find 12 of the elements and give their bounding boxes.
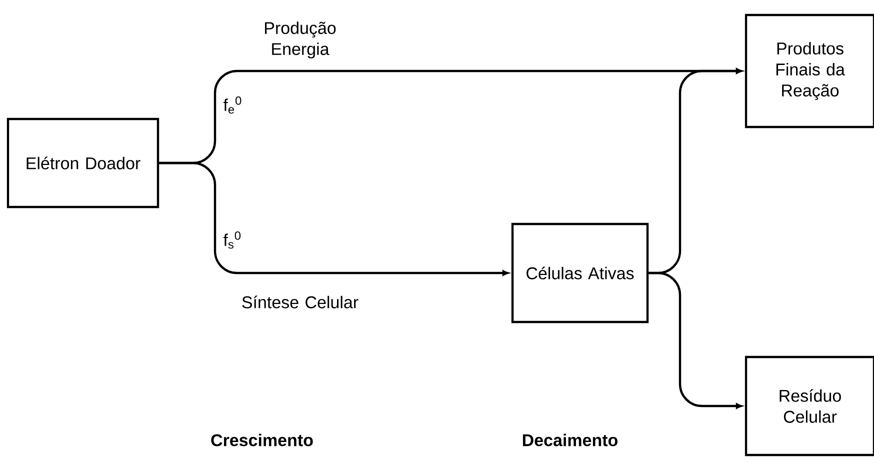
process-box: Resíduo Celular (744, 356, 874, 456)
text-label: Crescimento (211, 434, 313, 446)
process-box: Elétron Doador (6, 118, 160, 208)
arrow (159, 162, 509, 276)
text-label: f$_{e}$0 (223, 96, 242, 114)
edge-label: Síntese Celular (242, 296, 358, 308)
text-label: f$_{s}$0 (223, 231, 241, 249)
text-label: Decaimento (522, 434, 618, 446)
process-box: Produtos Finais da Reação (744, 14, 874, 128)
arrow (648, 272, 742, 409)
process-box: Células Ativas (511, 222, 649, 324)
edge-label: Produção Energia (265, 22, 336, 58)
